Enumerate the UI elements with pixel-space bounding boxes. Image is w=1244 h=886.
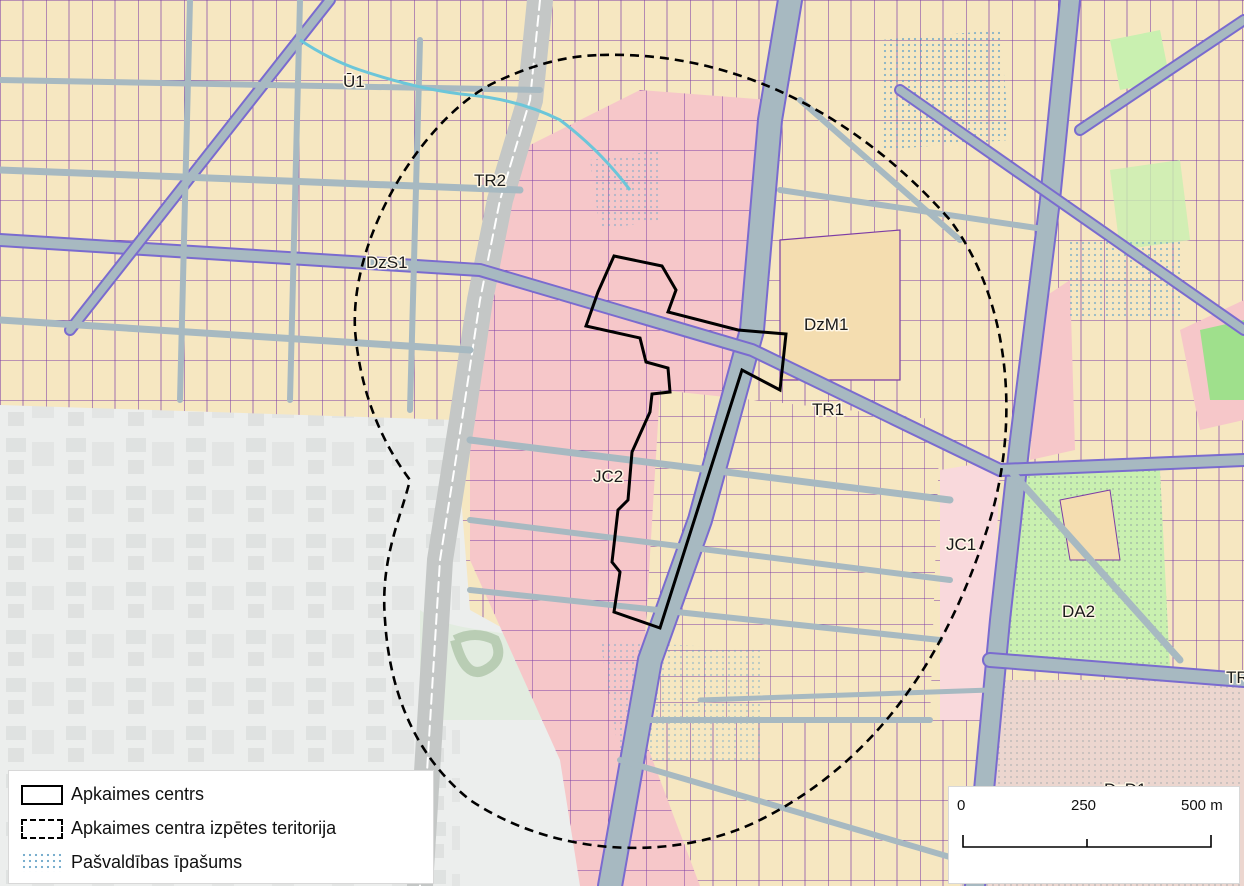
zone-label-u1: Ū1 bbox=[343, 72, 365, 91]
zone-label-tr1: TR1 bbox=[812, 400, 844, 419]
legend-label: Apkaimes centrs bbox=[71, 783, 205, 804]
zone-label-jc2: JC2 bbox=[593, 467, 623, 486]
scale-line bbox=[962, 835, 1212, 848]
solid-outline-swatch bbox=[19, 783, 65, 805]
map-legend: Apkaimes centrs Apkaimes centra izpētes … bbox=[8, 770, 434, 884]
zone-label-dzs1: DzS1 bbox=[366, 253, 408, 272]
scale-tick-0: 0 bbox=[957, 797, 966, 814]
zone-label-dzm1: DzM1 bbox=[804, 315, 848, 334]
zone-label-tr2: TR2 bbox=[474, 171, 506, 190]
zone-label-jc1: JC1 bbox=[946, 535, 976, 554]
neighbourhood-centre-boundary bbox=[584, 254, 788, 630]
dashed-outline-swatch bbox=[19, 817, 65, 839]
scale-bar: 0 250 500 m bbox=[948, 786, 1240, 884]
zone-label-da2: DA2 bbox=[1062, 602, 1095, 621]
zone-labels: Ū1 TR2 DzS1 DzM1 TR1 JC2 JC1 DA2 TR DzD1 bbox=[342, 71, 1244, 801]
legend-label: Pašvaldības īpašums bbox=[71, 851, 243, 872]
zone-label-tr-edge: TR bbox=[1226, 668, 1244, 687]
study-area-boundary bbox=[353, 53, 1008, 850]
legend-label: Apkaimes centra izpētes teritorija bbox=[71, 817, 337, 838]
legend-item-municipal: Pašvaldības īpašums bbox=[19, 851, 242, 873]
scale-tick-250: 250 bbox=[1071, 797, 1097, 814]
legend-item-centre: Apkaimes centrs bbox=[19, 783, 204, 805]
scale-tick-500: 500 m bbox=[1181, 797, 1223, 814]
dot-pattern-swatch bbox=[19, 851, 65, 873]
legend-item-study-area: Apkaimes centra izpētes teritorija bbox=[19, 817, 336, 839]
